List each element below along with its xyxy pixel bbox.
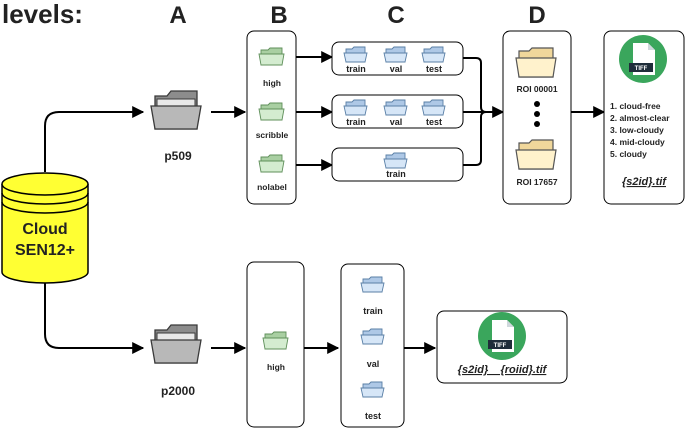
- tiff-badge: TIFF: [635, 66, 648, 72]
- split-val: val: [390, 117, 403, 127]
- split-test: test: [426, 117, 442, 127]
- p2000-label: p2000: [161, 384, 195, 398]
- class-mid-cloudy: 4. mid-cloudy: [610, 137, 665, 147]
- levels-heading: levels:: [2, 0, 83, 29]
- folder-icon: [258, 102, 285, 121]
- p2000-filename: {s2id}__{roiid}.tif: [458, 364, 548, 376]
- roi-folder-icon: [515, 47, 557, 78]
- tiff-badge: TIFF: [494, 343, 507, 349]
- split-val: val: [367, 359, 380, 369]
- label-high: high: [263, 78, 281, 88]
- p509-folder-icon: [150, 90, 202, 130]
- p2000-folder-icon: [150, 324, 202, 364]
- folder-icon: [421, 46, 446, 63]
- p509-filename: {s2id}.tif: [622, 176, 667, 188]
- folder-icon: [258, 47, 285, 66]
- split-train: train: [363, 306, 383, 316]
- roi-first-label: ROI 00001: [516, 84, 557, 94]
- folder-icon: [258, 154, 285, 173]
- database-name-line2: SEN12+: [15, 242, 75, 259]
- label-high: high: [267, 362, 285, 372]
- folder-icon: [360, 328, 385, 345]
- class-almost-clear: 2. almost-clear: [610, 113, 670, 123]
- tiff-file-icon: [619, 35, 667, 83]
- folder-icon: [421, 99, 446, 116]
- folder-icon: [343, 46, 368, 63]
- ellipsis-dots: [534, 101, 540, 127]
- database-name-line1: Cloud: [22, 221, 67, 238]
- split-test: test: [426, 64, 442, 74]
- folder-icon: [360, 276, 385, 293]
- label-nolabel: nolabel: [257, 182, 287, 192]
- split-test: test: [365, 411, 381, 421]
- folder-icon: [383, 46, 408, 63]
- split-train: train: [346, 117, 366, 127]
- split-train: train: [386, 169, 406, 179]
- p2000-splits-panel: [340, 263, 405, 428]
- level-label-b: B: [270, 2, 287, 29]
- roi-last-label: ROI 17657: [516, 177, 557, 187]
- folder-icon: [262, 331, 289, 350]
- cloudsen12-database: Cloud SEN12+: [1, 172, 89, 284]
- folder-icon: [343, 99, 368, 116]
- p509-label: p509: [164, 149, 192, 163]
- p509-file-panel: [603, 30, 685, 205]
- level-label-d: D: [528, 2, 545, 29]
- folder-icon: [383, 152, 408, 169]
- folder-icon: [360, 381, 385, 398]
- class-cloudy: 5. cloudy: [610, 149, 647, 159]
- split-val: val: [390, 64, 403, 74]
- level-label-a: A: [169, 2, 186, 29]
- connectors: [44, 51, 606, 354]
- label-scribble: scribble: [256, 130, 289, 140]
- split-train: train: [346, 64, 366, 74]
- roi-folder-icon: [515, 139, 557, 170]
- tiff-file-icon: [478, 312, 526, 360]
- class-low-cloudy: 3. low-cloudy: [610, 125, 664, 135]
- level-label-c: C: [387, 2, 404, 29]
- folder-icon: [383, 99, 408, 116]
- class-cloud-free: 1. cloud-free: [610, 101, 661, 111]
